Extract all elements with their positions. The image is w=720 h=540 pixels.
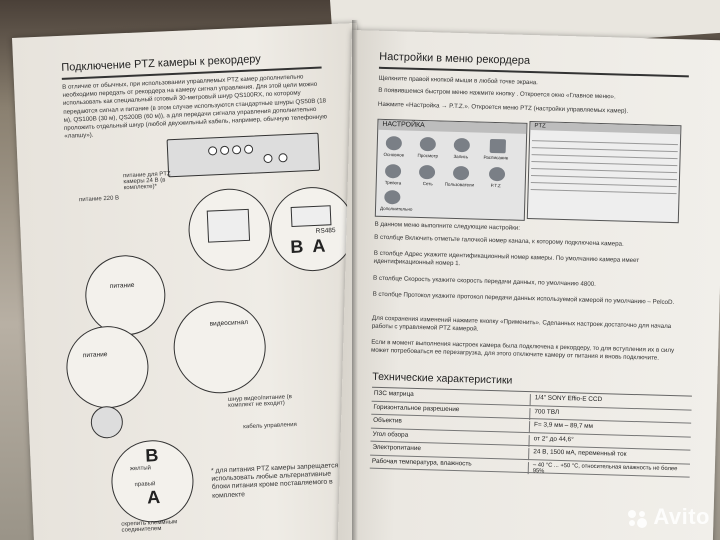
spec-key: Объектив bbox=[373, 416, 402, 425]
recorder-port bbox=[263, 153, 273, 164]
spec-key: ПЗС матрица bbox=[373, 389, 414, 398]
yellow-wire-label: желтый bbox=[129, 465, 152, 473]
spec-table: ПЗС матрица 1/4" SONY Effio-E CCD Горизо… bbox=[369, 386, 692, 479]
ui-item-8: Дополнительно bbox=[379, 205, 413, 212]
step-reboot: Если в момент выполнения настроек камера… bbox=[370, 338, 675, 362]
step-speed: В столбце Скорость укажите скорость пере… bbox=[372, 274, 596, 288]
power-220-label: питание 220 В bbox=[79, 195, 120, 204]
terminal-b-label: B bbox=[289, 236, 304, 258]
schedule-icon bbox=[489, 138, 507, 154]
ptz-icon bbox=[488, 166, 506, 182]
setup-menu-screenshot: НАСТРОЙКА Основное Просмотр Запись Распи… bbox=[374, 118, 528, 221]
spec-key: Горизонтальное разрешение bbox=[373, 403, 460, 413]
video-connector-closeup: видеосигнал bbox=[171, 299, 268, 396]
record-icon bbox=[453, 137, 471, 153]
footnote: * для питания PTZ камеры запрещается исп… bbox=[210, 462, 339, 500]
spec-title: Технические характеристики bbox=[372, 370, 513, 387]
power-connector-closeup-2: питание bbox=[64, 324, 151, 410]
step-address: В столбце Адрес укажите идентификационны… bbox=[373, 249, 640, 268]
clamp-label: скрепить клеммным соединителем bbox=[121, 519, 178, 534]
power-text: питание bbox=[109, 281, 135, 290]
avito-logo-icon bbox=[628, 510, 648, 528]
step-protocol: В столбце Протокол укажите протокол пере… bbox=[372, 290, 675, 307]
spec-key: Электропитание bbox=[372, 443, 422, 453]
ptz-menu-screenshot: PTZ bbox=[526, 120, 682, 224]
right-page-title: Настройки в меню рекордера bbox=[379, 50, 531, 67]
connector-closeup bbox=[186, 186, 273, 273]
recorder-port bbox=[231, 145, 242, 155]
spec-key: Угол обзора bbox=[372, 430, 409, 439]
avito-watermark-text: Avito bbox=[653, 503, 710, 529]
ui-item-3: Расписание bbox=[483, 154, 509, 161]
recorder-port bbox=[207, 146, 218, 156]
wire-closeup: B желтый правый A bbox=[109, 438, 196, 525]
step-apply: Для сохранения изменений нажмите кнопку … bbox=[371, 314, 672, 333]
spec-value: – 40 °C ... +50 °C, относительная влажно… bbox=[527, 461, 690, 479]
control-cable-label: кабель управления bbox=[243, 421, 297, 431]
recorder-port bbox=[243, 144, 254, 154]
rs485-label: RS485 bbox=[315, 227, 336, 235]
ui-item-2: Запись bbox=[453, 153, 469, 160]
alarm-icon bbox=[384, 163, 402, 179]
spec-key: Рабочая температура, влажность bbox=[371, 457, 472, 468]
ui-item-7: P.T.Z bbox=[490, 182, 501, 189]
power-text-2: питание bbox=[82, 351, 108, 360]
terminal-block bbox=[290, 205, 332, 227]
advanced-icon bbox=[384, 189, 401, 205]
left-intro-paragraph: В отличие от обычных, при использовании … bbox=[62, 73, 328, 141]
setup-menu-title: НАСТРОЙКА bbox=[378, 119, 527, 134]
wire-b-label: B bbox=[144, 445, 159, 466]
step-open-ptz: Нажмите «Настройка → P.T.Z.». Откроется … bbox=[377, 100, 629, 115]
main-settings-icon bbox=[385, 135, 403, 151]
ptz-menu-title: PTZ bbox=[530, 122, 681, 135]
preview-icon bbox=[419, 136, 437, 152]
cord-label: шнур видео/питание (в комплект не входит… bbox=[227, 394, 292, 409]
ptz-camera bbox=[90, 405, 124, 439]
users-icon bbox=[452, 165, 470, 181]
recorder-port bbox=[278, 153, 288, 163]
avito-watermark: Avito bbox=[625, 504, 710, 530]
adapter-label: питание для PTZ камеры 24 В (в комплекте… bbox=[123, 171, 171, 192]
wire-a-label: A bbox=[146, 486, 161, 508]
booklet-spine bbox=[352, 20, 358, 540]
bnc-ports bbox=[206, 208, 251, 243]
video-text: видеосигнал bbox=[209, 318, 249, 328]
ui-item-1: Просмотр bbox=[417, 152, 439, 159]
network-icon bbox=[418, 164, 436, 180]
ui-item-0: Основное bbox=[383, 151, 405, 158]
ui-item-4: Тревога bbox=[384, 179, 402, 186]
rs485-closeup: RS485 B A bbox=[268, 185, 357, 273]
right-page: Настройки в меню рекордера Щелкните прав… bbox=[337, 30, 720, 540]
left-page: Подключение PTZ камеры к рекордеру В отл… bbox=[12, 22, 380, 540]
terminal-a-label: A bbox=[311, 235, 326, 257]
ui-item-6: Пользователи bbox=[444, 181, 475, 188]
ui-item-5: Сеть bbox=[422, 181, 433, 187]
power-connector-closeup: питание bbox=[83, 253, 168, 338]
recorder-port bbox=[219, 145, 230, 156]
